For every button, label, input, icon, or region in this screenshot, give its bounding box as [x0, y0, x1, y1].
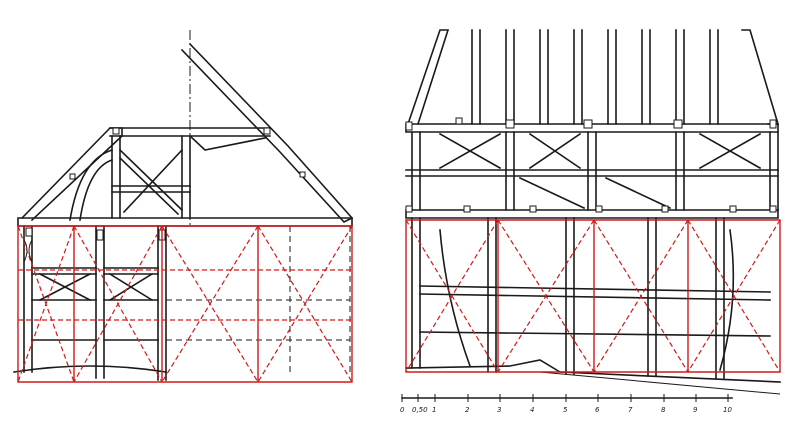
scale-label-7: 7	[628, 406, 633, 414]
scale-label-3: 3	[497, 406, 501, 414]
scale-label-10: 10	[723, 406, 732, 414]
gable-proportion-overlay	[17, 225, 353, 383]
scale-label-0: 0	[400, 406, 405, 414]
scale-labels: 0 0,50 1 2 3 4 5 6 7 8 9 10	[400, 406, 732, 414]
gable-section-drawing	[13, 30, 354, 381]
scale-label-2: 2	[465, 406, 470, 414]
scale-bar: 0 0,50 1 2 3 4 5 6 7 8 9 10	[400, 394, 733, 414]
rafter-poles	[471, 29, 719, 125]
scale-ticks	[401, 394, 729, 402]
scale-label-1: 1	[432, 406, 436, 414]
scale-label-6: 6	[595, 406, 600, 414]
scale-label-8: 8	[661, 406, 666, 414]
scale-label-5: 5	[563, 406, 568, 414]
scale-label-4: 4	[530, 406, 534, 414]
scale-label-0-50: 0,50	[412, 406, 428, 414]
scale-label-9: 9	[693, 406, 698, 414]
long-elevation-drawing	[405, 29, 781, 395]
elevation-proportion-overlay	[405, 219, 781, 373]
